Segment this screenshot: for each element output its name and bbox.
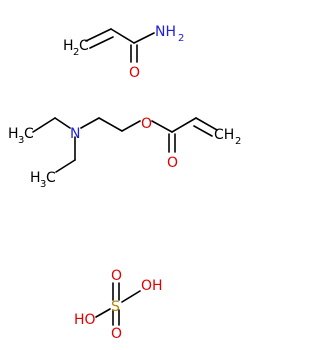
bond-c1-c2 [98, 117, 123, 132]
bond-ch2b-ch3b [55, 159, 76, 173]
bond-o-c3 [151, 120, 173, 133]
bond-c2-c3 [110, 28, 135, 44]
atom-ch2-h: H [63, 38, 74, 54]
bond-s-ho [95, 308, 111, 318]
atom-nh2-sub: 2 [178, 33, 184, 44]
atom-nh2-n: NH [155, 24, 176, 40]
atom-o-ester: O [141, 116, 152, 132]
bond-c3-n [133, 32, 155, 44]
atom-ch2-terminal-sub: 2 [235, 136, 241, 147]
atom-o-carbonyl: O [167, 155, 178, 171]
atom-s: S [111, 299, 120, 315]
bond-c2-o [121, 120, 141, 132]
atom-ch2-terminal: CH [214, 127, 234, 143]
bond-ch3a-ch2a [32, 117, 56, 133]
atom-ch3b-c: C [46, 170, 56, 186]
atom-ho-left: HO [74, 312, 96, 328]
sulfuric-acid-molecule: O S OH HO O [74, 268, 163, 342]
atom-oh-right: OH [141, 278, 163, 294]
atom-o-top: O [111, 268, 122, 284]
atom-ch3a-sub: 3 [18, 135, 24, 146]
atom-o-carbonyl: O [129, 65, 140, 81]
bond-c1-c2-double [89, 36, 114, 49]
bond-n-c1 [80, 117, 100, 129]
bond-c1-c2 [85, 28, 112, 42]
atom-ch3b-h: H [30, 170, 41, 186]
bond-s-oh [121, 290, 141, 303]
atom-ch2-c: C [79, 38, 89, 54]
acrylamide-molecule: H 2 C NH 2 O [63, 24, 184, 81]
bond-c4-c5-double [193, 125, 213, 137]
atom-ch3a-c: C [24, 126, 34, 142]
atom-n: N [70, 126, 80, 142]
structure-canvas: H 2 C NH 2 O N O O CH 2 H 3 C H 3 [8, 24, 241, 342]
atom-ch3b-sub: 3 [40, 179, 46, 190]
atom-ch3a-h: H [8, 126, 19, 142]
bond-ch2a-n [54, 117, 71, 129]
bond-c3-c4 [171, 117, 197, 133]
atom-ch2-sub: 2 [73, 47, 79, 58]
bond-c4-c5 [195, 117, 218, 131]
diethylaminoethyl-acrylate-molecule: N O O CH 2 H 3 C H 3 C [8, 116, 241, 190]
atom-o-bottom: O [111, 326, 122, 342]
